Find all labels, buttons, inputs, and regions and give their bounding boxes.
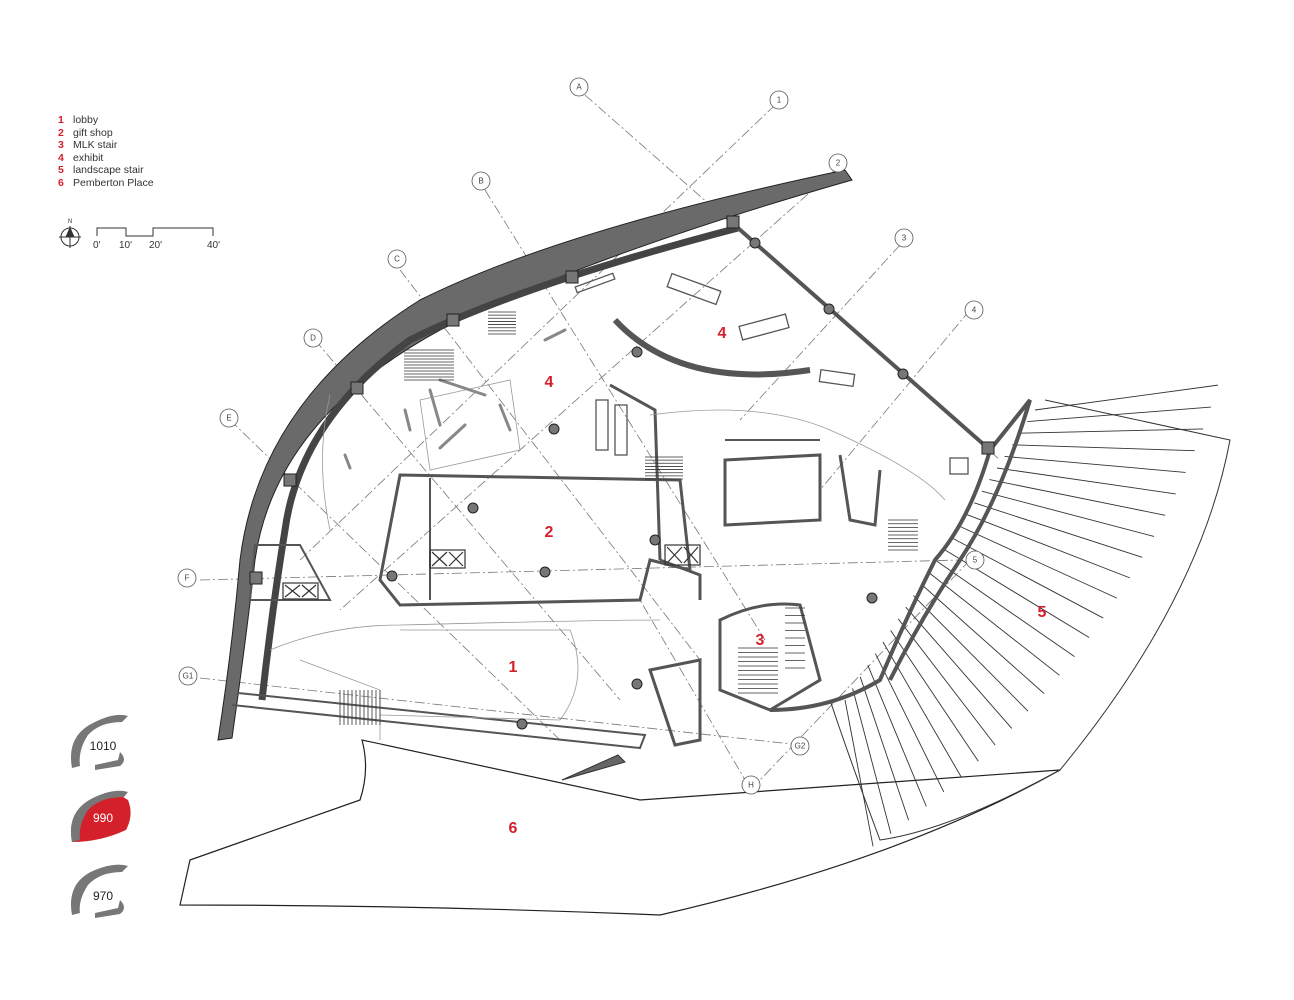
columns (249, 215, 995, 730)
exhibit-curve-wall (612, 317, 811, 378)
plaza-outline (179, 739, 1061, 916)
grid-label-g1: G1 (183, 672, 194, 681)
scale-tick-40: 40' (207, 240, 221, 251)
room-label-landscape-stair: 5 (1037, 604, 1047, 621)
building-envelope (217, 169, 853, 741)
elevators (282, 544, 701, 600)
scale-tick-0: 0' (93, 240, 101, 251)
grid-label-4: 4 (972, 306, 977, 315)
room-label-lobby: 1 (508, 659, 518, 676)
room-label-exhibit-upper: 4 (717, 325, 727, 342)
landscape-stair-outline (829, 399, 1231, 841)
grid-label-g2: G2 (795, 742, 806, 751)
grid-label-e: E (226, 414, 231, 423)
scale-bar (96, 227, 214, 237)
scale-tick-20: 20' (149, 240, 163, 251)
level-970[interactable]: 970 (92, 889, 114, 903)
grid-label-h: H (748, 781, 754, 790)
grid-label-f: F (185, 574, 190, 583)
level-key (70, 714, 131, 918)
grid-bubbles (177, 77, 985, 795)
grid-label-c: C (394, 255, 400, 264)
exhibit-partitions (343, 328, 567, 470)
stair-hatching (339, 311, 918, 725)
grid-label-b: B (478, 177, 483, 186)
grid-label-3: 3 (902, 234, 907, 243)
grid-label-2: 2 (836, 159, 841, 168)
grid-label-a: A (576, 83, 582, 92)
north-arrow-icon (59, 226, 81, 248)
room-label-exhibit: 4 (544, 374, 554, 391)
entry-ramp (561, 754, 626, 781)
scale-tick-10: 10' (119, 240, 133, 251)
inner-wall-curve (258, 224, 739, 701)
exhibit-panels (574, 272, 969, 475)
grid-label-d: D (310, 334, 316, 343)
level-1010[interactable]: 1010 (89, 739, 117, 753)
level-990-current[interactable]: 990 (92, 811, 114, 825)
grid-label-5: 5 (973, 556, 978, 565)
walls (231, 226, 1032, 750)
landscape-stair (844, 384, 1218, 847)
grid-labels: A 1 2 B 3 C 4 D E F 5 G1 G2 H (183, 83, 978, 790)
room-label-mlk-stair: 3 (755, 632, 765, 649)
grid-label-1: 1 (777, 96, 782, 105)
room-label-pemberton-place: 6 (508, 820, 518, 837)
north-label: N (68, 219, 72, 225)
room-label-gift-shop: 2 (544, 524, 554, 541)
